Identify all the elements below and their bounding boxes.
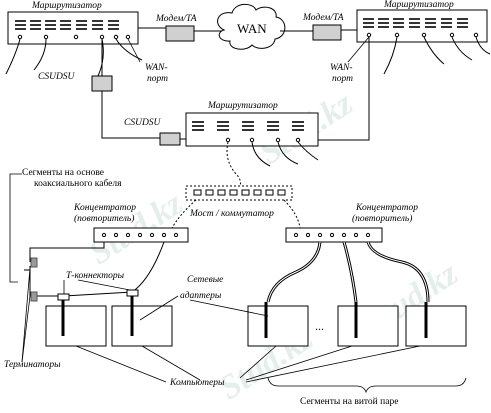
dots-label: ... [315,319,324,333]
terminator-top [30,257,38,268]
modem-left [165,25,195,42]
coax-segments-label-1: Сегменты на основе [22,168,105,178]
bridge-switch [185,185,293,201]
t-connector-right [126,289,139,297]
wan-port-right-label-2: порт [332,74,353,84]
modem-right [312,24,342,41]
csudsu-left-label: CSUDSU [38,72,75,82]
router-middle-label: Маршрутизатор [208,101,278,111]
modem-left-label: Модем/ТА [156,14,197,24]
adapters-label-1: Сетевые [187,275,224,285]
router-top-right-label: Маршрутизатор [384,0,454,10]
hub-left-label-1: Концентратор [74,203,137,213]
computer-5 [405,305,467,347]
router-top-right-ports [363,18,468,28]
wan-label: WAN [237,21,267,36]
router-top-left-ports [15,20,119,30]
computer-1 [45,305,107,347]
wan-port-left-label-2: порт [147,74,168,84]
router-top-right [356,9,488,43]
computer-4 [337,305,399,347]
wan-port-left-label-1: WAN- [145,63,168,73]
router-top-left-label: Маршрутизатор [32,1,102,11]
hub-right-label-1: Концентратор [356,203,419,213]
csudsu-middle-label: CSUDSU [124,118,161,128]
bridge-ports [193,189,286,196]
twisted-pair-label: Сегменты на витой паре [300,397,399,407]
csudsu-middle [159,132,181,146]
coax-segments-label-2: коаксиального кабеля [34,179,122,189]
t-connector-left [57,293,70,301]
modem-right-label: Модем/ТА [303,13,344,23]
csudsu-left [91,75,113,92]
hub-right-label-2: (повторитель) [352,214,413,224]
terminators-label: Терминаторы [4,360,61,370]
bridge-label: Мост / коммутатор [190,209,274,219]
wan-port-right-label-1: WAN- [330,63,353,73]
t-connectors-label: Т-коннекторы [66,271,125,281]
computer-2 [111,305,173,347]
adapters-label-2: адаптеры [180,291,222,301]
router-middle-ports [192,121,304,131]
computers-label: Компьютеры [170,378,225,388]
router-top-left [7,11,139,45]
hub-left-label-2: (повторитель) [74,214,135,224]
terminator-bottom [30,291,38,302]
wan-cloud [217,3,286,50]
computer-3 [247,305,309,347]
